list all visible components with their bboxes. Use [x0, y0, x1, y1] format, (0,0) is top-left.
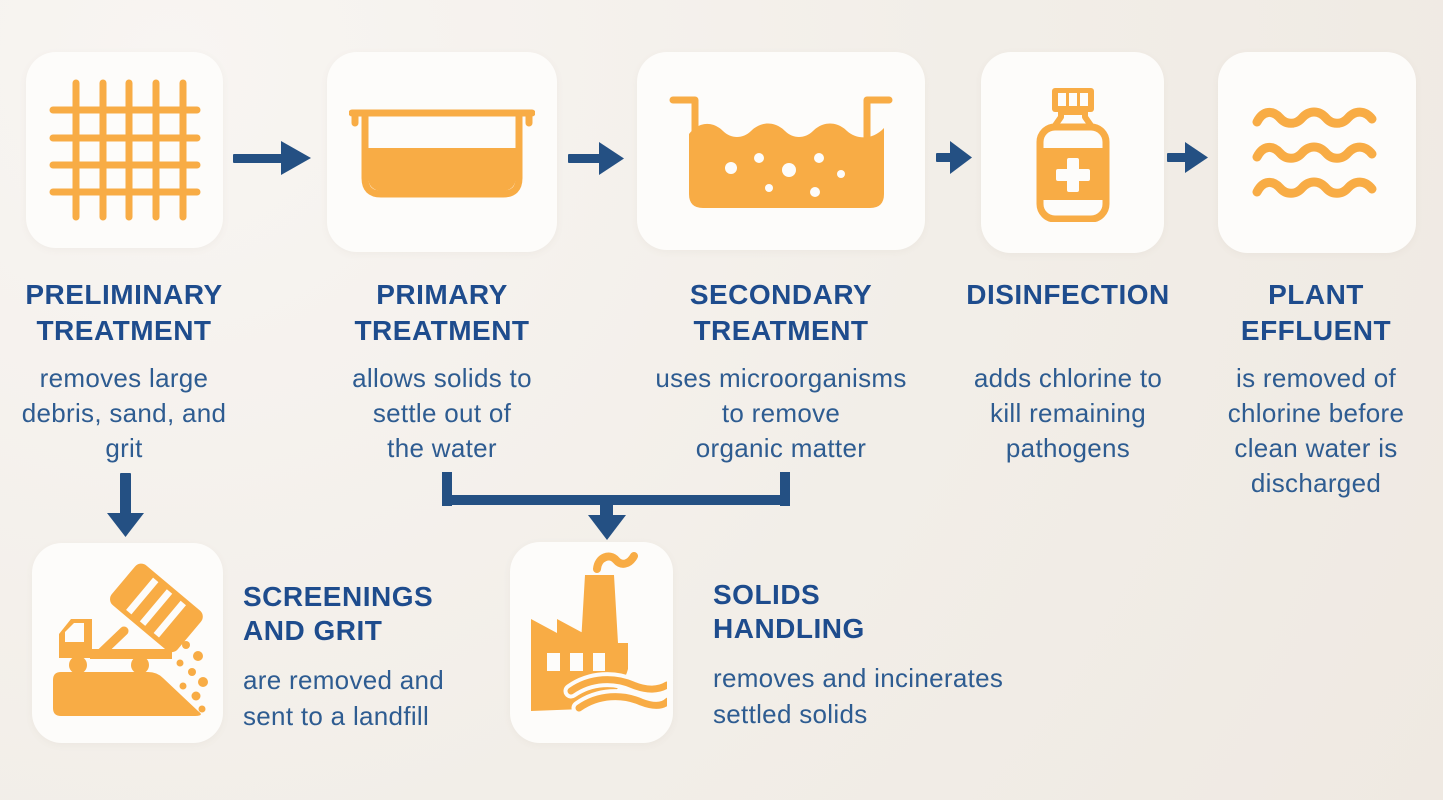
aeration-tank-icon	[669, 96, 893, 208]
stage-title: PRELIMINARY TREATMENT	[25, 279, 223, 346]
stage-title: DISINFECTION	[966, 279, 1170, 310]
stage-disinfection-text: DISINFECTION adds chlorine to kill remai…	[936, 277, 1200, 466]
stage-title: PLANT EFFLUENT	[1240, 279, 1392, 346]
plant-effluent-card	[1218, 52, 1416, 253]
solids-handling-text: SOLIDS HANDLING removes and incinerates …	[713, 578, 1083, 732]
stage-primary-text: PRIMARY TREATMENT allows solids to settl…	[322, 277, 562, 466]
arrow-right-icon	[1167, 142, 1208, 173]
incinerator-factory-icon	[530, 552, 667, 716]
bubbles	[725, 153, 845, 197]
solids-handling-card	[510, 542, 673, 743]
screenings-card	[32, 543, 223, 743]
stage-description: adds chlorine to kill remaining pathogen…	[973, 363, 1163, 463]
chlorine-bottle-icon	[1036, 87, 1109, 222]
stage-description: uses microorganisms to remove organic ma…	[655, 363, 907, 463]
clean-water-waves-icon	[1252, 107, 1377, 198]
stage-title: PRIMARY TREATMENT	[354, 279, 530, 346]
byproduct-description: are removed and sent to a landfill	[243, 665, 445, 731]
screenings-text: SCREENINGS AND GRIT are removed and sent…	[243, 580, 503, 734]
byproduct-title: SOLIDS HANDLING	[713, 579, 865, 644]
bracket-connector-arrow	[442, 472, 790, 540]
arrow-right-icon	[233, 141, 311, 175]
byproduct-description: removes and incinerates settled solids	[713, 663, 1004, 729]
bar-screen-grid-icon	[49, 79, 200, 221]
dump-bed	[110, 563, 203, 653]
arrow-right-icon	[936, 141, 972, 174]
arrow-down-icon	[107, 473, 144, 537]
dump-truck-icon	[53, 563, 208, 716]
disinfection-card	[981, 52, 1164, 253]
preliminary-treatment-card	[26, 52, 223, 248]
stage-preliminary-text: PRELIMINARY TREATMENT removes large debr…	[4, 277, 244, 466]
stage-description: removes large debris, sand, and grit	[21, 363, 227, 463]
falling-debris	[176, 641, 208, 713]
stage-title: SECONDARY TREATMENT	[689, 279, 873, 346]
byproduct-title: SCREENINGS AND GRIT	[243, 581, 434, 646]
stage-description: allows solids to settle out of the water	[352, 363, 532, 463]
secondary-treatment-card	[637, 52, 925, 250]
arrow-right-icon	[568, 142, 624, 175]
settling-basin-icon	[349, 109, 535, 198]
primary-treatment-card	[327, 52, 557, 252]
stage-effluent-text: PLANT EFFLUENT is removed of chlorine be…	[1192, 277, 1440, 501]
stage-secondary-text: SECONDARY TREATMENT uses microorganisms …	[636, 277, 926, 466]
stage-description: is removed of chlorine before clean wate…	[1227, 363, 1405, 498]
